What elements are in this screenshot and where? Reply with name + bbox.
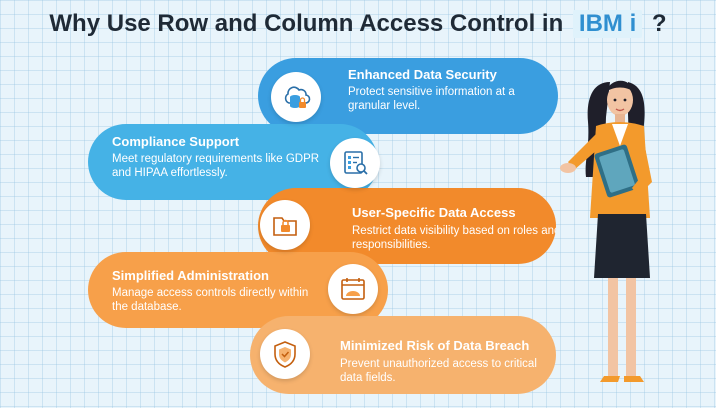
checklist-search-icon — [330, 138, 380, 188]
pill-title: User-Specific Data Access — [352, 205, 516, 220]
page-title: Why Use Row and Column Access Control in… — [0, 10, 716, 38]
title-text: Why Use Row and Column Access Control in — [49, 10, 564, 37]
pill-description: Restrict data visibility based on roles … — [352, 225, 556, 251]
pill-title: Minimized Risk of Data Breach — [340, 338, 530, 353]
pill-description: Protect sensitive information at a granu… — [348, 86, 515, 112]
shield-icon — [260, 329, 310, 379]
title-suffix: ? — [651, 10, 667, 37]
pill-compliance-support: Compliance Support Meet regulatory requi… — [88, 124, 378, 200]
pill-title: Compliance Support — [112, 134, 240, 149]
pill-minimized-risk: Minimized Risk of Data Breach Prevent un… — [250, 316, 556, 394]
pill-description: Prevent unauthorized access to critical … — [340, 358, 537, 384]
pill-title: Simplified Administration — [112, 268, 269, 283]
businesswoman-illustration — [560, 80, 652, 382]
pill-description: Meet regulatory requirements like GDPR a… — [112, 153, 320, 179]
pill-title: Enhanced Data Security — [348, 67, 497, 82]
folder-lock-icon — [260, 200, 310, 250]
pill-description: Manage access controls directly within t… — [112, 287, 309, 313]
title-highlight: IBM i — [572, 10, 643, 38]
calendar-admin-icon — [328, 264, 378, 314]
cloud-database-lock-icon — [271, 72, 321, 122]
